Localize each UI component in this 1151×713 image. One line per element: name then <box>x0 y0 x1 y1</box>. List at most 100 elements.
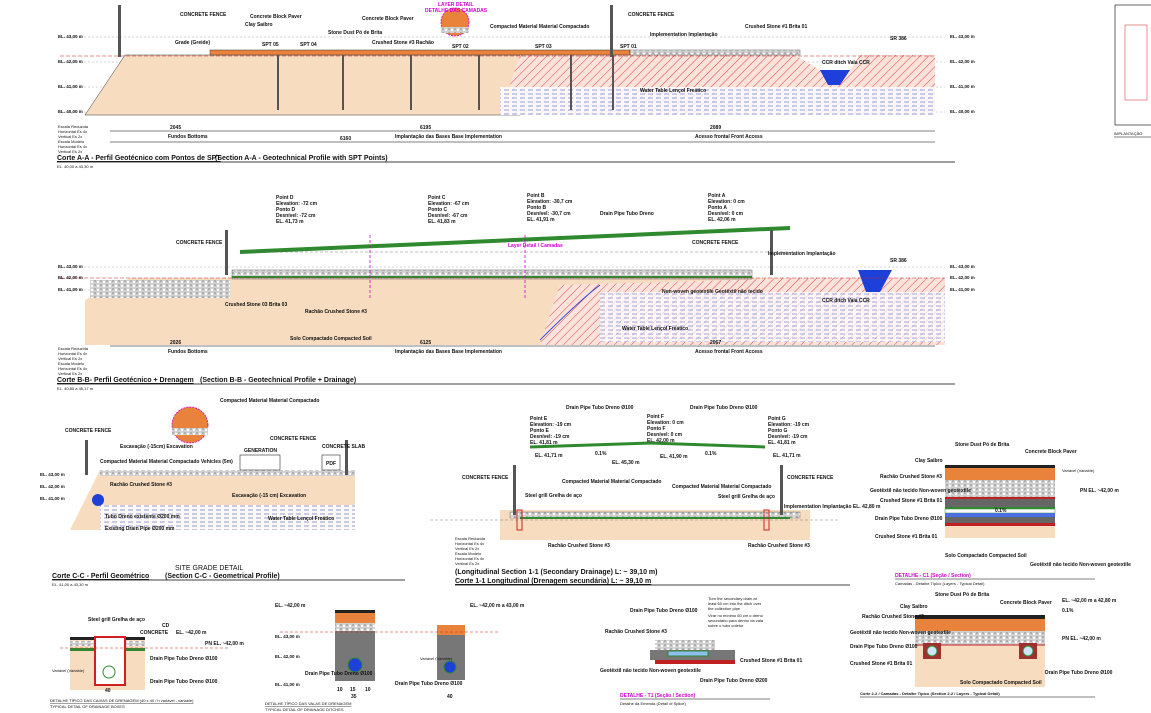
steel-grill-label: Steel grill Grelha de aço <box>88 617 145 623</box>
elevation-label: EL. 42,00 m <box>950 59 975 64</box>
width-dimension: 40 <box>105 688 111 694</box>
concrete-fence-label: CONCRETE FENCE <box>270 436 317 442</box>
point-line: Ponto G <box>768 428 788 434</box>
dim-label: Acesso frontal Front Access <box>695 349 763 355</box>
geotextile-label: Geotêxtil não tecido Non-woven geotextil… <box>850 630 951 636</box>
rachao-label: Rachão Crushed Stone #3 <box>605 629 667 635</box>
pn-elevation-label: PN EL. ~42,00 m <box>205 641 244 647</box>
slope-label: 0.1% <box>995 508 1007 514</box>
drain-pipe-label: Drain Pipe Tubo Dreno Ø100 <box>150 679 218 685</box>
clay-label: Clay Saibro <box>900 604 928 610</box>
elevation-label: EL. ~42,00 m <box>275 603 306 609</box>
section-c-c: CONCRETE FENCE CONCRETE FENCE Compacted … <box>40 398 405 587</box>
point-line: Point C <box>428 195 446 201</box>
concrete-label: CONCRETE <box>140 630 169 636</box>
elevation-label: EL. 41,71 m <box>535 453 563 459</box>
compacted-soil-label: Solo Compactado Compacted Soil <box>290 336 372 342</box>
crushed-stone-label: Crushed Stone 03 Brita 03 <box>225 302 287 308</box>
water-table-label: Water Table Lençol Freático <box>622 326 688 332</box>
paver-label: Concrete Block Paver <box>250 14 302 20</box>
dim-value: 2089 <box>710 125 721 131</box>
section-b-b: Point D Elevation: -72 cm Ponto D Desnív… <box>57 193 975 391</box>
dim-label: Implantação das Bases Base Implementatio… <box>395 134 502 140</box>
point-f: Point F Elevation: 0 cm Ponto F Desnível… <box>647 414 684 444</box>
dim-label: Acesso frontal Front Access <box>695 134 763 140</box>
point-c: Point C Elevation: -67 cm Ponto C Desnív… <box>428 195 470 225</box>
concrete-fence-label: CONCRETE FENCE <box>692 240 739 246</box>
rachao-label: Rachão Crushed Stone #3 <box>548 543 610 549</box>
elevation-label: EL. 41,00 m <box>275 682 300 687</box>
point-line: EL. 42,06 m <box>708 217 736 223</box>
drainage-ditches-title-en: TYPICAL DETAIL OF DRAINAGE DITCHES <box>265 707 344 712</box>
point-line: Elevation: -19 cm <box>530 422 572 428</box>
existing-pipe-label: Tubo Dreno existente Ø200 mm <box>105 514 180 520</box>
variable-label: Variável (Variable) <box>52 668 85 673</box>
geotextile-label: Non-woven geotextile Geotêxtil não tecid… <box>662 289 763 295</box>
elevation-label: EL. ~42,00 m a 43,00 m <box>470 603 525 609</box>
drainage-boxes-title-en: TYPICAL DETAIL OF DRAINAGE BOXES <box>50 704 125 709</box>
elevation-label: EL. 41,71 m <box>773 453 801 459</box>
site-grade-heading: SITE GRADE DETAIL <box>175 565 243 572</box>
drain-pipe-label: Drain Pipe Tubo Dreno Ø100 <box>305 671 373 677</box>
compacted-soil-label: Solo Compactado Compacted Soil <box>960 680 1042 686</box>
note-line: Virar no mínimo 60 cm o dreno <box>708 613 764 618</box>
drain-pipe-label: Drain Pipe Tubo Dreno Ø100 <box>566 405 634 411</box>
steel-grill-label: Steel grill Grelha de aço <box>718 494 775 500</box>
elevation-label: EL. 43,00 m <box>950 34 975 39</box>
note-line: the collection pipe <box>708 606 741 611</box>
dimension: 35 <box>351 694 357 700</box>
concrete-fence-label: CONCRETE FENCE <box>65 428 112 434</box>
detail-drainage-boxes: Steel grill Grelha de aço CD CONCRETE EL… <box>50 617 244 709</box>
rachao-label: Rachão Crushed Stone #3 <box>748 543 810 549</box>
point-line: Elevation: -72 cm <box>276 201 318 207</box>
concrete-slab-label: CONCRETE SLAB <box>322 444 365 450</box>
compacted-material-label: Compacted Material Material Compactado <box>220 398 319 404</box>
concrete-fence-label: CONCRETE FENCE <box>628 12 675 18</box>
spt-01-label: SPT 01 <box>620 44 637 50</box>
point-line: Point F <box>647 414 664 420</box>
scale-note-line: Horizontal Es 4x <box>58 351 87 356</box>
geotextile-label: Geotêxtil não tecido Non-woven geotextil… <box>1030 562 1131 568</box>
point-line: Ponto F <box>647 426 666 432</box>
elevation-label: EL. 45,30 m <box>612 460 640 466</box>
drainage-boxes-title: DETALHE TÍPICO DAS CAIXAS DE DRENAGEM (4… <box>50 698 194 703</box>
detail-t1: Turn the secondary drain at least 60 cm … <box>600 596 802 706</box>
note-line: Turn the secondary drain at <box>708 596 758 601</box>
elevation-label: EL. 41,00 m <box>950 287 975 292</box>
scale-note-line: Horizontal Es 4x <box>58 144 87 149</box>
excavation-label: Escavação (-15 cm) Excavation <box>232 493 306 499</box>
drain-pipe-label: Drain Pipe Tubo Dreno Ø100 <box>1045 670 1113 676</box>
rachao-label: Rachão Crushed Stone #3 <box>110 482 172 488</box>
generation-label: GENERATION <box>244 448 277 454</box>
dim-value: 2045 <box>170 125 181 131</box>
paver-label: Concrete Block Paver <box>1000 600 1052 606</box>
point-line: EL. 42,00 m <box>647 438 675 444</box>
cd-label: CD <box>162 623 170 629</box>
point-line: Elevation: -30,7 cm <box>527 199 573 205</box>
concrete-fence-label: CONCRETE FENCE <box>180 12 227 18</box>
scale-note-line: Horizontal Es 4x <box>58 129 87 134</box>
detail-2-2-title: Corte 2-2 / Camadas - Detalhe Típico (Se… <box>860 691 1000 696</box>
point-line: EL. 41,83 m <box>428 219 456 225</box>
drain-pipe-label: Drain Pipe Tubo Dreno <box>600 211 654 217</box>
elevation-label: EL. ~42,00 m <box>176 630 207 636</box>
paver-label: Concrete Block Paver <box>362 16 414 22</box>
point-line: Desnível: -19 cm <box>530 434 570 440</box>
sr-386-label: SR 386 <box>890 258 907 264</box>
point-line: Elevation: 0 cm <box>647 420 684 426</box>
scale-note-line: Escala Modelo <box>455 551 482 556</box>
scale-note-line: Vertical Es 2x <box>58 134 82 139</box>
scale-note-line: Vertical Es 2x <box>455 561 479 566</box>
compacted-soil-label: Solo Compactado Compacted Soil <box>945 553 1027 559</box>
ccr-ditch-label: CCR ditch Vala CCR <box>822 60 870 66</box>
elevation-label: EL. 42,00 m <box>40 484 65 489</box>
crushed-stone-1-label: Crushed Stone #1 Brita 01 <box>745 24 807 30</box>
sr-386-label: SR 386 <box>890 36 907 42</box>
drain-pipe-label: Drain Pipe Tubo Dreno Ø200 <box>700 678 768 684</box>
spt-03-label: SPT 03 <box>535 44 552 50</box>
section-1-title: Corte 1-1 Longitudinal (Drenagem secundá… <box>455 578 651 585</box>
dim-label: Fundos Bottoms <box>168 349 208 355</box>
point-line: Point B <box>527 193 545 199</box>
stone-dust-label: Stone Dust Pó de Brita <box>935 592 989 598</box>
compacted-material-label: Compacted Material Material Compactado <box>562 479 661 485</box>
